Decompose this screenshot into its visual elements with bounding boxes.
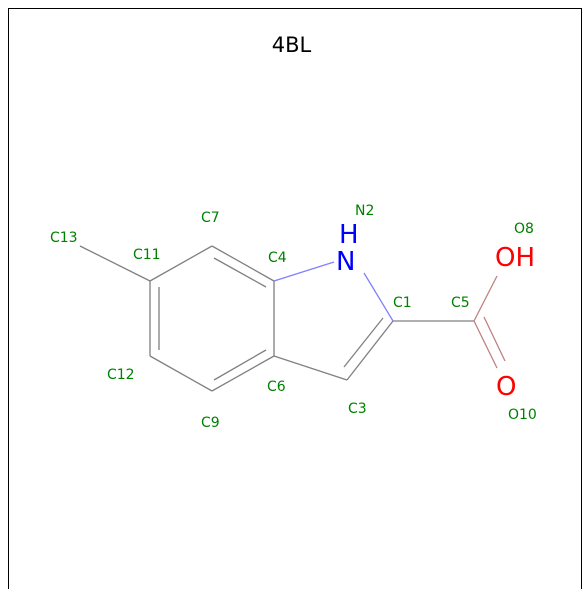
- molecule-title: 4BL: [271, 33, 312, 57]
- bond-c12-c9: [149, 355, 213, 392]
- bond-n2-c1: [363, 272, 394, 322]
- bond-c5-o8: [473, 275, 498, 322]
- nitrogen-h-symbol: H: [339, 220, 359, 250]
- heteroatom-symbols: H N OH O: [336, 220, 535, 402]
- atom-label-c3: C3: [348, 401, 367, 417]
- atom-label-c12: C12: [107, 367, 135, 383]
- diagram-frame: [8, 8, 582, 589]
- hydroxyl-symbol: OH: [495, 243, 535, 273]
- carbonyl-oxygen-symbol: O: [496, 372, 516, 402]
- atom-label-o10: O10: [508, 407, 537, 423]
- atom-label-c5: C5: [451, 295, 470, 311]
- bond-c13-c11: [79, 245, 151, 282]
- atom-label-o8: O8: [514, 221, 534, 237]
- bond-c4-n2: [273, 261, 335, 282]
- bonds: [79, 245, 474, 392]
- bond-c7-c4: [211, 245, 275, 282]
- atom-label-c1: C1: [393, 295, 412, 311]
- bond-c11-c7: [149, 245, 213, 282]
- atom-label-c6: C6: [267, 379, 286, 395]
- atom-label-n2: N2: [355, 203, 374, 219]
- bond-c9-c6: [211, 355, 275, 392]
- bond-c3-c1: [346, 320, 394, 381]
- oxygen-bonds: [473, 275, 506, 369]
- bond-c5-o10: [473, 320, 498, 369]
- bond-c7-c4-inner: [213, 257, 267, 288]
- nitrogen-bonds: [273, 261, 394, 322]
- nitrogen-symbol: N: [336, 247, 355, 277]
- bond-c6-c3: [273, 355, 348, 381]
- atom-label-c7: C7: [201, 210, 220, 226]
- atom-label-c9: C9: [201, 415, 220, 431]
- atom-label-c4: C4: [268, 250, 287, 266]
- bond-c9-c6-inner: [213, 349, 267, 381]
- atom-labels: C13 C7 N2 O8 C11 C4 C1 C5 C12 C6 C3 C9 O…: [50, 203, 537, 431]
- bond-c3-c1-inner: [343, 317, 384, 368]
- bond-c5-o10-inner: [483, 316, 506, 362]
- atom-label-c11: C11: [133, 247, 161, 263]
- atom-label-c13: C13: [50, 230, 78, 246]
